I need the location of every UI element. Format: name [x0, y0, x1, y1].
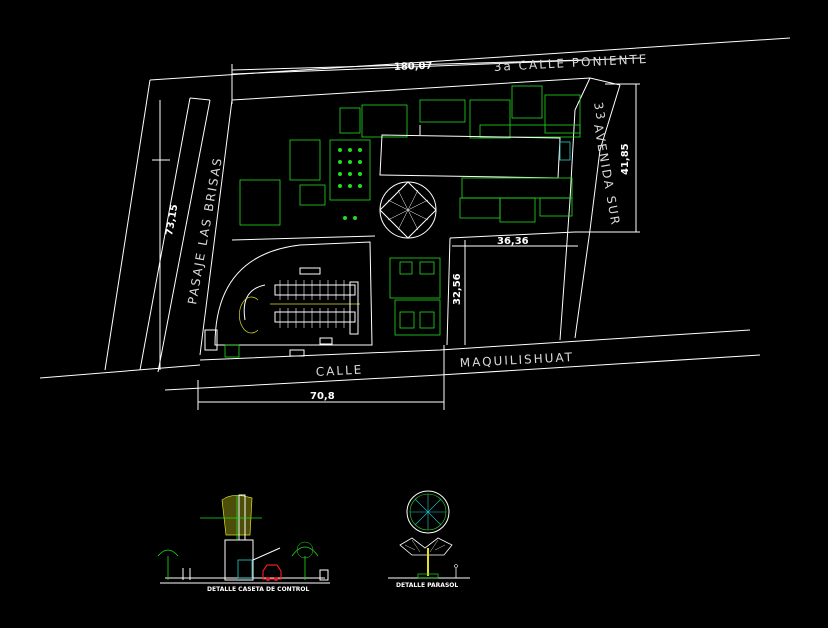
dimension-labels: 180,07 41,85 73,15 36,36 32,56 70,8 [164, 61, 631, 402]
street-east-label-2: AVENIDA SUR [591, 123, 623, 227]
street-south-label-2: MAQUILISHUAT [459, 350, 574, 370]
parking-area [214, 241, 373, 357]
parasol-detail: DETALLE PARASOL [388, 490, 470, 589]
gatehouse-caption: DETALLE CASETA DE CONTROL [207, 586, 310, 593]
street-west-label: PASAJE LAS BRISAS [185, 155, 225, 305]
dimension-left: 73,15 [164, 203, 180, 236]
building-blocks [204, 85, 581, 358]
dimension-right: 41,85 [620, 143, 631, 175]
street-south-label-1: CALLE [315, 363, 363, 379]
gatehouse-detail: DETALLE CASETA DE CONTROL [157, 494, 330, 593]
dimension-lines [152, 59, 640, 410]
parasol-caption: DETALLE PARASOL [396, 582, 458, 589]
street-lines [39, 37, 791, 391]
dimension-inner-vertical: 32,56 [452, 273, 463, 305]
street-east-label-1: 33 [591, 101, 608, 122]
street-north-label: 3a CALLE PONIENTE [493, 52, 648, 74]
dimension-top: 180,07 [394, 61, 433, 73]
dimension-inner-horizontal: 36,36 [497, 236, 529, 247]
dimension-bottom: 70,8 [310, 391, 335, 402]
